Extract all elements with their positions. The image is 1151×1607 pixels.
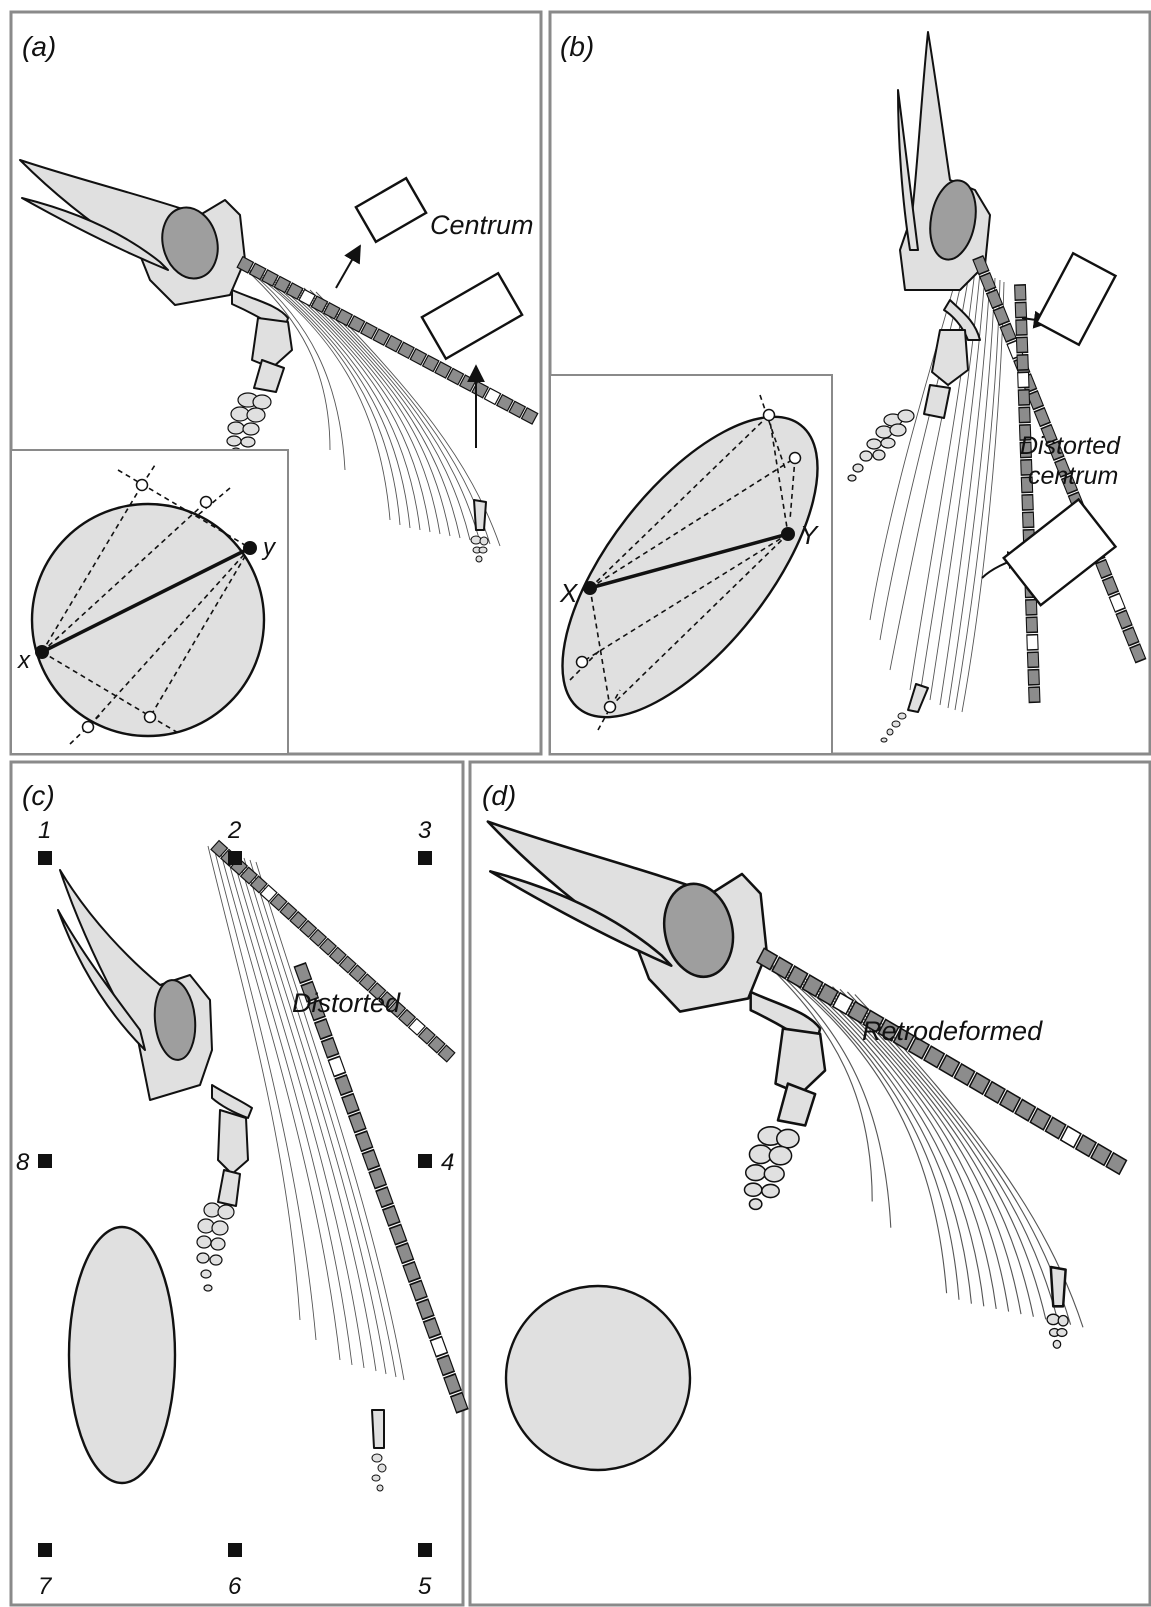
- marker-label-5: 5: [418, 1573, 432, 1600]
- point-y-marker: [243, 541, 257, 555]
- grid-marker: [228, 1543, 242, 1557]
- point-X-label: X: [559, 578, 579, 608]
- panel-b: (b): [516, 12, 1150, 758]
- marker-label-1: 1: [38, 817, 51, 844]
- grid-marker: [38, 851, 52, 865]
- grid-marker: [418, 851, 432, 865]
- panel-d: (d) Retrodeformed: [470, 762, 1150, 1605]
- point-x-label: x: [17, 647, 31, 674]
- distorted-centrum-label-line1: Distorted: [1020, 432, 1121, 460]
- marker-label-2: 2: [227, 817, 241, 844]
- panel-c-label: (c): [22, 780, 55, 811]
- panel-a-label: (a): [22, 31, 56, 62]
- distorted-centrum-label-line2: centrum: [1028, 462, 1118, 490]
- point-x-marker: [35, 645, 49, 659]
- grid-marker: [418, 1154, 432, 1168]
- marker-label-7: 7: [38, 1573, 53, 1600]
- centrum-label: Centrum: [430, 210, 534, 240]
- point-y-label: y: [261, 534, 277, 561]
- panel-c: (c): [11, 762, 468, 1605]
- panel-a: (a) Centrum: [11, 12, 541, 754]
- grid-marker: [418, 1543, 432, 1557]
- marker-label-4: 4: [441, 1149, 454, 1176]
- retrodeformed-strain-circle: [506, 1286, 690, 1470]
- marker-label-3: 3: [418, 817, 432, 844]
- retrodeformed-label: Retrodeformed: [862, 1016, 1043, 1046]
- grid-marker: [228, 851, 242, 865]
- distorted-label: Distorted: [292, 988, 401, 1018]
- panel-d-label: (d): [482, 780, 516, 811]
- distorted-strain-ellipse: [69, 1227, 175, 1483]
- grid-marker: [38, 1154, 52, 1168]
- marker-label-8: 8: [16, 1149, 30, 1176]
- marker-label-6: 6: [228, 1573, 242, 1600]
- panel-b-label: (b): [560, 31, 594, 62]
- point-Y-label: Y: [800, 520, 819, 550]
- grid-marker: [38, 1543, 52, 1557]
